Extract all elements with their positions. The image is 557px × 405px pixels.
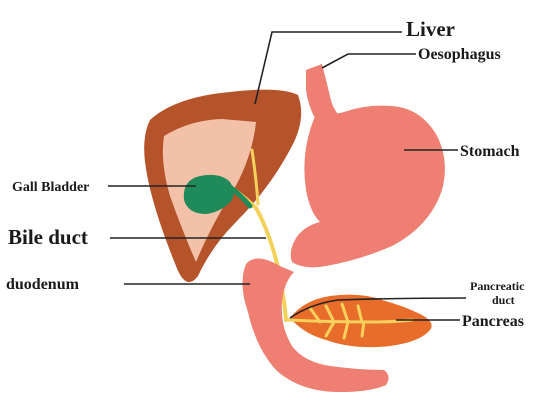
pancreas-label: Pancreas (462, 313, 524, 330)
oesophagus-leader (322, 54, 416, 68)
gall-bladder-label: Gall Bladder (12, 180, 89, 195)
oesophagus-tube (306, 64, 340, 120)
pancreas (288, 295, 432, 347)
pancreatic-duct-label-line2: duct (492, 293, 515, 307)
oesophagus-label: Oesophagus (418, 46, 501, 63)
stomach-body (291, 106, 445, 268)
pancreatic-duct-label-line1: Pancreatic (470, 279, 525, 293)
stomach-label: Stomach (460, 143, 520, 160)
bile-duct-label: Bile duct (8, 225, 88, 249)
duodenum-label: duodenum (6, 276, 80, 293)
liver-label: Liver (406, 17, 455, 41)
pancreatic-duct-branch-7 (362, 322, 364, 336)
